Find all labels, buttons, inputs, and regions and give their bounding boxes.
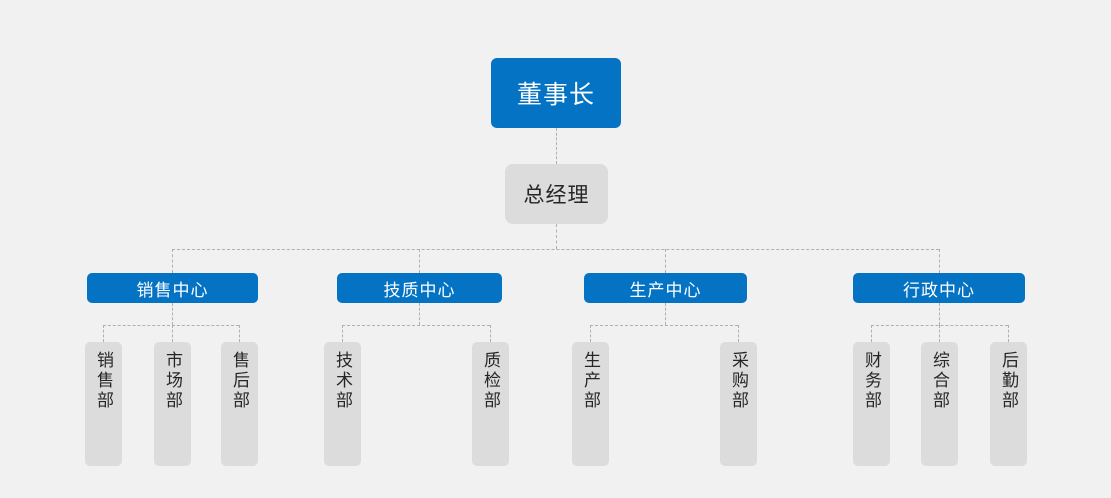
connector-center-1-stem bbox=[172, 303, 173, 325]
node-dept-marketing[interactable]: 市场部 bbox=[154, 342, 191, 466]
node-center-tech-quality-label: 技质中心 bbox=[383, 280, 456, 300]
node-dept-quality-inspection[interactable]: 质检部 bbox=[472, 342, 509, 466]
node-center-sales-label: 销售中心 bbox=[136, 280, 209, 300]
connector-bus-to-center-2 bbox=[419, 249, 420, 273]
connector-center-3-bus bbox=[590, 325, 738, 326]
node-dept-general-affairs-label: 综合部 bbox=[930, 351, 949, 411]
connector-center-4-drop-2 bbox=[939, 325, 940, 342]
node-dept-procurement[interactable]: 采购部 bbox=[720, 342, 757, 466]
node-dept-finance-label: 财务部 bbox=[862, 351, 881, 411]
connector-center-2-drop-2 bbox=[490, 325, 491, 342]
node-dept-logistics[interactable]: 后勤部 bbox=[990, 342, 1027, 466]
node-dept-general-affairs[interactable]: 综合部 bbox=[921, 342, 958, 466]
connector-center-1-drop-3 bbox=[239, 325, 240, 342]
connector-center-1-drop-1 bbox=[103, 325, 104, 342]
node-dept-after-sales[interactable]: 售后部 bbox=[221, 342, 258, 466]
node-chairman[interactable]: 董事长 bbox=[491, 58, 621, 128]
connector-chairman-to-manager bbox=[556, 128, 557, 164]
node-general-manager[interactable]: 总经理 bbox=[505, 164, 608, 224]
connector-center-1-bus bbox=[103, 325, 239, 326]
node-center-production[interactable]: 生产中心 bbox=[584, 273, 747, 303]
node-center-sales[interactable]: 销售中心 bbox=[87, 273, 258, 303]
node-dept-logistics-label: 后勤部 bbox=[999, 351, 1018, 411]
node-dept-procurement-label: 采购部 bbox=[729, 351, 748, 411]
node-dept-technology[interactable]: 技术部 bbox=[324, 342, 361, 466]
connector-center-2-drop-1 bbox=[342, 325, 343, 342]
node-dept-after-sales-label: 售后部 bbox=[230, 351, 249, 411]
connector-bus-to-center-3 bbox=[665, 249, 666, 273]
node-dept-production[interactable]: 生产部 bbox=[572, 342, 609, 466]
node-chairman-label: 董事长 bbox=[516, 81, 595, 109]
connector-bus-to-center-1 bbox=[172, 249, 173, 273]
connector-center-2-stem bbox=[419, 303, 420, 325]
connector-manager-to-bus bbox=[556, 224, 557, 249]
node-center-administration[interactable]: 行政中心 bbox=[853, 273, 1025, 303]
node-center-tech-quality[interactable]: 技质中心 bbox=[337, 273, 502, 303]
connector-center-1-drop-2 bbox=[172, 325, 173, 342]
node-dept-marketing-label: 市场部 bbox=[163, 351, 182, 411]
node-center-production-label: 生产中心 bbox=[629, 280, 702, 300]
connector-center-3-drop-2 bbox=[738, 325, 739, 342]
connector-bus-to-center-4 bbox=[939, 249, 940, 273]
node-dept-finance[interactable]: 财务部 bbox=[853, 342, 890, 466]
node-dept-quality-inspection-label: 质检部 bbox=[481, 351, 500, 411]
connector-center-3-drop-1 bbox=[590, 325, 591, 342]
node-center-administration-label: 行政中心 bbox=[903, 280, 975, 300]
node-dept-technology-label: 技术部 bbox=[333, 351, 352, 411]
node-general-manager-label: 总经理 bbox=[523, 184, 590, 207]
connector-center-3-stem bbox=[665, 303, 666, 325]
connector-center-2-bus bbox=[342, 325, 490, 326]
node-dept-sales-label: 销售部 bbox=[94, 351, 113, 411]
connector-center-4-drop-3 bbox=[1008, 325, 1009, 342]
connector-centers-bus bbox=[172, 249, 939, 250]
connector-center-4-drop-1 bbox=[871, 325, 872, 342]
connector-center-4-stem bbox=[939, 303, 940, 325]
node-dept-production-label: 生产部 bbox=[581, 351, 600, 411]
node-dept-sales[interactable]: 销售部 bbox=[85, 342, 122, 466]
